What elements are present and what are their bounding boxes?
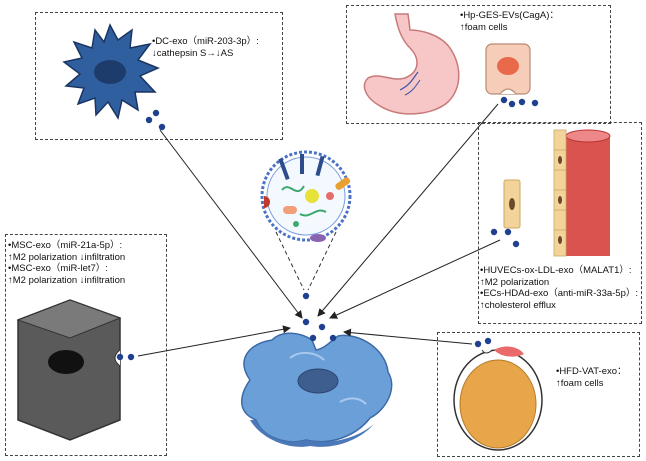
adipocyte-cell	[453, 346, 543, 451]
zoom-lines	[275, 231, 337, 291]
hfd-exosome-dots	[474, 337, 492, 348]
huvec-line-4: ↑cholesterol efflux	[480, 299, 556, 311]
msc-line-1: •MSC-exo（miR-21a-5p）:	[8, 240, 123, 251]
huvec-panel	[478, 122, 642, 324]
zoom-dot	[302, 292, 310, 300]
arrow-hfd-to-macrophage	[343, 328, 473, 345]
msc-exosome-dots	[116, 353, 135, 361]
hfd-panel-label: •HFD-VAT-exo： ↑foam cells	[556, 366, 627, 389]
hp-line-2: ↑foam cells	[460, 21, 508, 33]
msc-cell	[16, 299, 122, 441]
dendritic-cell	[62, 23, 160, 120]
huvec-line-3: •ECs-HDAd-exo（anti-miR-33a-5p）:	[480, 288, 639, 299]
dc-panel	[35, 12, 283, 140]
macrophage-exosome-dots	[302, 318, 337, 342]
arrows	[137, 103, 501, 357]
dc-exosome-dots	[145, 109, 166, 131]
gastric-epithelial-cell	[485, 43, 531, 95]
hp-panel-label: •Hp-GES-EVs(CagA)： ↑foam cells	[460, 10, 559, 33]
macrophage-cell	[241, 332, 393, 447]
hfd-line-1: •HFD-VAT-exo：	[556, 366, 627, 377]
msc-line-2: ↑M2 polarization ↓infiltration	[8, 251, 126, 263]
arrow-msc-to-macrophage	[137, 325, 291, 357]
msc-line-3: •MSC-exo（miR-let7）:	[8, 263, 108, 274]
hfd-panel	[437, 332, 640, 457]
dc-panel-label: •DC-exo（miR-203-3p）: ↓cathepsin S→↓AS	[152, 36, 259, 59]
arrow-hp-to-macrophage	[317, 103, 499, 317]
huvec-line-2: ↑M2 polarization	[480, 276, 550, 288]
msc-panel-label: •MSC-exo（miR-21a-5p）: ↑M2 polarization ↓…	[8, 240, 125, 286]
huvec-panel-label: •HUVECs-ox-LDL-exo（MALAT1）: ↑M2 polariza…	[480, 265, 638, 311]
arrow-dc-to-macrophage	[159, 129, 303, 319]
msc-panel	[5, 234, 167, 456]
dc-line-1: •DC-exo（miR-203-3p）:	[152, 36, 259, 47]
stomach-organ	[363, 13, 460, 115]
hp-line-1: •Hp-GES-EVs(CagA)：	[460, 10, 559, 21]
exosome-vesicle	[260, 150, 352, 242]
huvec-exosome-dots	[490, 228, 520, 248]
dc-line-2: ↓cathepsin S→↓AS	[152, 47, 234, 59]
msc-line-4: ↑M2 polarization ↓infiltration	[8, 274, 126, 286]
arrow-huvec-to-macrophage	[329, 239, 501, 319]
hp-exosome-dots	[500, 96, 539, 108]
huvec-line-1: •HUVECs-ox-LDL-exo（MALAT1）:	[480, 265, 632, 276]
endothelial-cell	[503, 179, 521, 229]
blood-vessel	[553, 129, 611, 257]
hfd-line-2: ↑foam cells	[556, 377, 604, 389]
